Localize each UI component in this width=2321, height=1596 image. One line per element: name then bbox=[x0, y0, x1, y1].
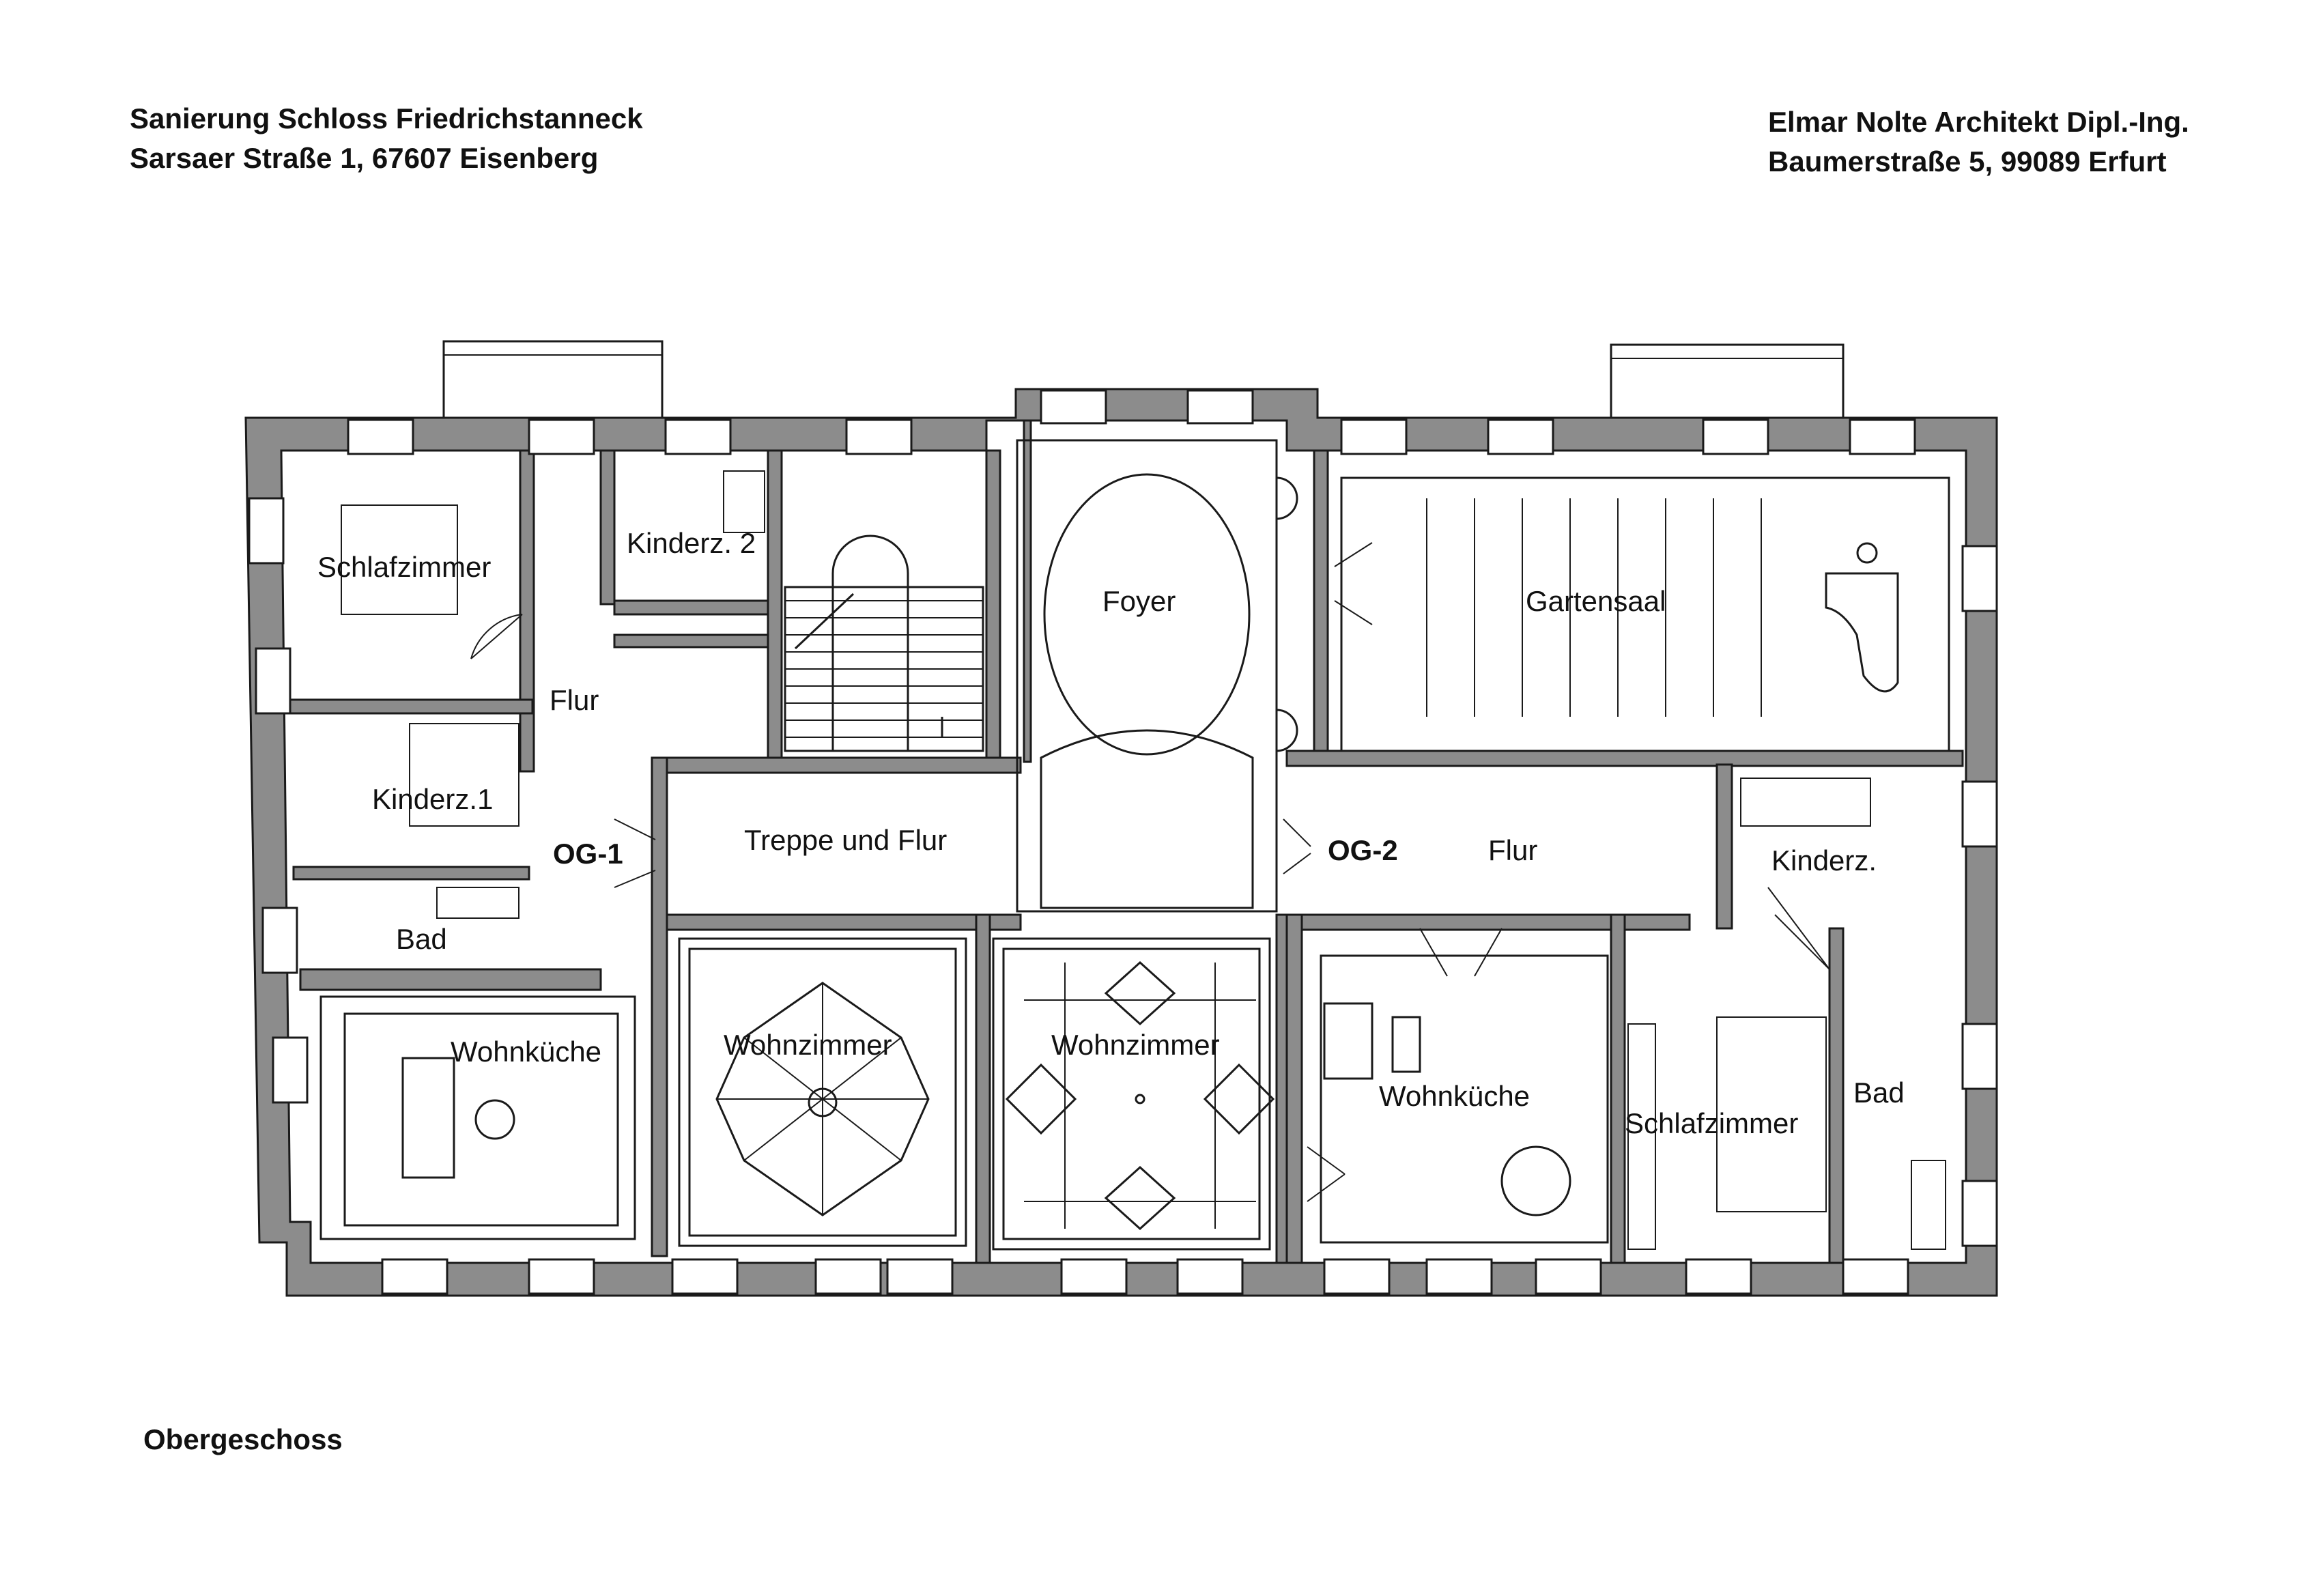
label-kinderz-2: Kinderz. 2 bbox=[627, 527, 756, 559]
label-flur-2: Flur bbox=[1488, 834, 1537, 866]
staircase bbox=[784, 535, 984, 752]
wohnzimmer-1-ceiling bbox=[678, 937, 967, 1247]
gartensaal-room bbox=[1340, 476, 1950, 752]
exterior-walls bbox=[244, 388, 1998, 1297]
label-wohnzimmer-1: Wohnzimmer bbox=[724, 1029, 892, 1061]
label-treppe-flur: Treppe und Flur bbox=[744, 824, 947, 856]
room-labels: Schlafzimmer Kinderz. 2 Flur Kinderz.1 O… bbox=[317, 527, 1905, 1139]
project-address: Sarsaer Straße 1, 67607 Eisenberg bbox=[130, 142, 599, 174]
floor-caption: Obergeschoss bbox=[143, 1423, 343, 1455]
interior-walls bbox=[285, 419, 1964, 1264]
architect-header: Elmar Nolte Architekt Dipl.-Ing. Baumers… bbox=[1768, 102, 2189, 182]
label-schlafzimmer-1: Schlafzimmer bbox=[317, 551, 491, 583]
label-flur-1: Flur bbox=[550, 684, 599, 716]
label-og1: OG-1 bbox=[553, 838, 623, 870]
label-bad-1: Bad bbox=[396, 923, 447, 955]
label-wohnkueche-1: Wohnküche bbox=[451, 1036, 601, 1068]
label-schlafzimmer-2: Schlafzimmer bbox=[1625, 1107, 1798, 1139]
project-title: Sanierung Schloss Friedrichstanneck bbox=[130, 102, 643, 134]
wohnkueche-2-room bbox=[1320, 954, 1609, 1244]
architect-address: Baumerstraße 5, 99089 Erfurt bbox=[1768, 145, 2167, 177]
label-wohnkueche-2: Wohnküche bbox=[1379, 1080, 1530, 1112]
balconies bbox=[442, 340, 1845, 418]
wohnkueche-1-room bbox=[319, 995, 636, 1240]
label-foyer: Foyer bbox=[1102, 585, 1176, 617]
windows bbox=[248, 389, 1998, 1295]
label-kinderz-1: Kinderz.1 bbox=[372, 783, 493, 815]
foyer-room bbox=[1016, 439, 1298, 913]
project-header: Sanierung Schloss Friedrichstanneck Sars… bbox=[130, 99, 643, 178]
doors bbox=[470, 542, 1830, 1202]
label-gartensaal: Gartensaal bbox=[1526, 585, 1666, 617]
label-bad-2: Bad bbox=[1853, 1077, 1905, 1109]
label-wohnzimmer-2: Wohnzimmer bbox=[1051, 1029, 1220, 1061]
architect-name: Elmar Nolte Architekt Dipl.-Ing. bbox=[1768, 106, 2189, 138]
wohnzimmer-2-ceiling bbox=[992, 937, 1275, 1251]
furniture bbox=[341, 470, 1946, 1250]
label-og2: OG-2 bbox=[1328, 834, 1398, 866]
label-kinderz-3: Kinderz. bbox=[1771, 844, 1877, 877]
